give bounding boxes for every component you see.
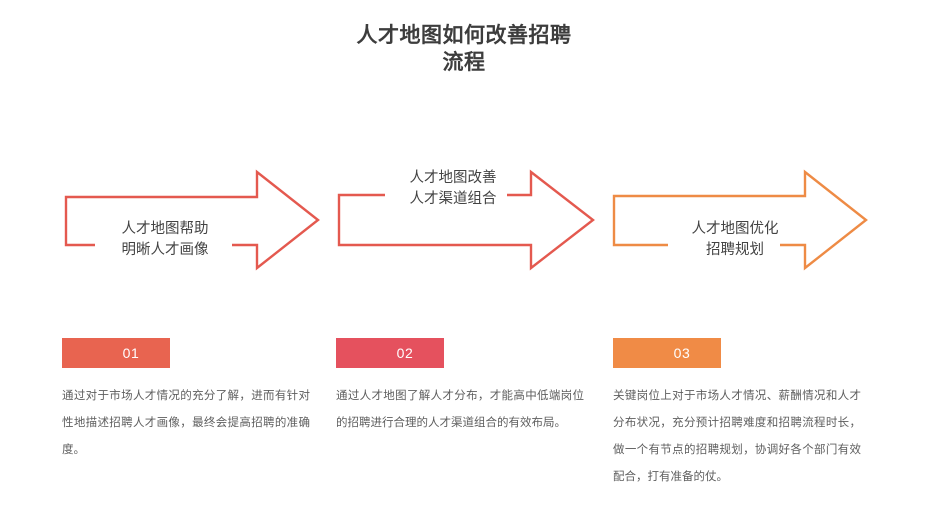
detail-text-02: 通过人才地图了解人才分布，才能高中低端岗位的招聘进行合理的人才渠道组合的有效布局… (336, 390, 584, 429)
arrow-shape-2 (337, 169, 595, 271)
arrow-shape-3 (612, 169, 868, 271)
arrow-label-2-line-1: 人才地图改善 (409, 170, 497, 186)
step-badge-03: 03 (613, 338, 721, 368)
arrow-label-3-line-1: 人才地图优化 (691, 221, 779, 237)
arrow-shape-1 (64, 169, 320, 271)
page-title-line-2: 流程 (442, 51, 486, 74)
arrow-label-3-line-2: 招聘规划 (706, 242, 764, 258)
detail-columns: 01 通过对于市场人才情况的充分了解，进而有针对性地描述招聘人才画像，最终会提高… (0, 338, 928, 518)
detail-column-3: 03 关键岗位上对于市场人才情况、薪酬情况和人才分布状况，充分预计招聘难度和招聘… (613, 338, 863, 491)
arrow-label-1: 人才地图帮助 明晰人才画像 (90, 219, 240, 261)
step-badge-02-number: 02 (396, 345, 414, 361)
step-badge-02: 02 (336, 338, 444, 368)
page-title-line-1: 人才地图如何改善招聘 (356, 24, 572, 47)
detail-column-2: 02 通过人才地图了解人才分布，才能高中低端岗位的招聘进行合理的人才渠道组合的有… (336, 338, 586, 437)
detail-text-01: 通过对于市场人才情况的充分了解，进而有针对性地描述招聘人才画像，最终会提高招聘的… (62, 390, 310, 456)
process-arrow-diagram (0, 150, 928, 290)
arrow-label-2-line-2: 人才渠道组合 (409, 191, 497, 207)
detail-text-03: 关键岗位上对于市场人才情况、薪酬情况和人才分布状况，充分预计招聘难度和招聘流程时… (613, 390, 861, 483)
step-badge-03-number: 03 (673, 345, 691, 361)
arrow-label-1-line-1: 人才地图帮助 (121, 221, 209, 237)
page-title: 人才地图如何改善招聘 流程 (264, 22, 664, 76)
arrow-label-3: 人才地图优化 招聘规划 (660, 219, 810, 261)
arrow-label-1-line-2: 明晰人才画像 (121, 242, 209, 258)
step-badge-01: 01 (62, 338, 170, 368)
detail-column-1: 01 通过对于市场人才情况的充分了解，进而有针对性地描述招聘人才画像，最终会提高… (62, 338, 312, 464)
step-badge-01-number: 01 (122, 345, 140, 361)
arrow-label-2: 人才地图改善 人才渠道组合 (378, 168, 528, 210)
arrow-shapes-svg (64, 169, 868, 271)
